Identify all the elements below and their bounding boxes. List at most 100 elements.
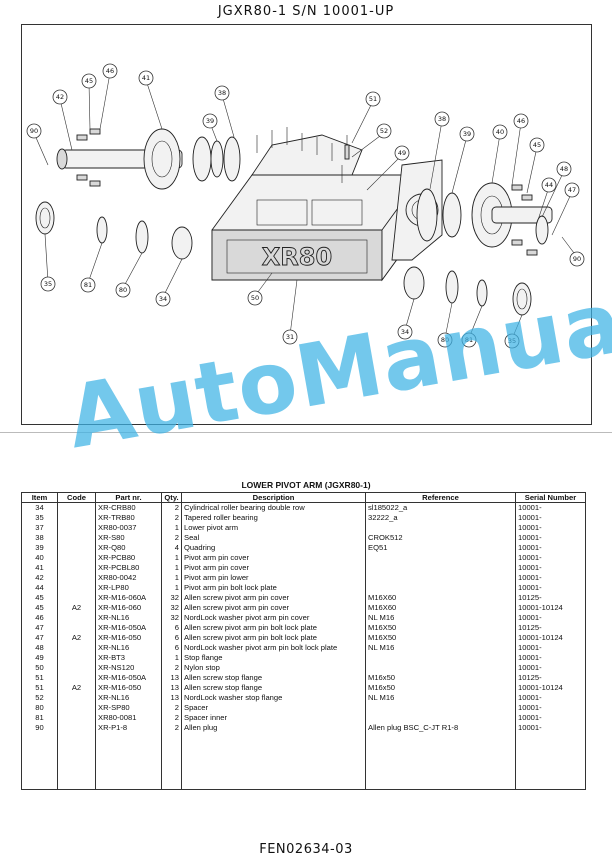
cell-code [57,623,96,633]
cell-qty: 2 [161,723,182,733]
svg-text:34: 34 [159,295,167,303]
cell-description: Pivot arm pin lower [181,573,366,583]
cell-qty: 32 [161,593,182,603]
blank-cell [95,733,162,790]
cell-description: Allen screw pivot arm pin bolt lock plat… [181,623,366,633]
cell-item: 80 [21,703,58,713]
cell-description: Tapered roller bearing [181,513,366,523]
cell-part: XR-M16-050A [95,673,162,683]
blank-cell [161,733,182,790]
cell-qty: 1 [161,523,182,533]
cell-serial: 10001- [515,713,586,723]
cell-description: Lower pivot arm [181,523,366,533]
cell-serial: 10001- [515,513,586,523]
callout-45-right: 45 [529,137,545,153]
cell-serial: 10001- [515,563,586,573]
exploded-view-drawing: XR80 [26,63,585,349]
svg-text:51: 51 [369,95,377,103]
cell-reference: 32222_a [365,513,516,523]
cell-code [57,533,96,543]
cell-qty: 6 [161,623,182,633]
cell-code [57,593,96,603]
cell-qty: 4 [161,543,182,553]
cell-qty: 32 [161,613,182,623]
cell-item: 39 [21,543,58,553]
callout-39-right: 39 [459,126,475,142]
cell-description: Allen screw stop flange [181,673,366,683]
cell-reference [365,563,516,573]
callout-35-left: 35 [40,276,56,292]
svg-text:90: 90 [573,255,581,263]
cell-code [57,563,96,573]
cell-qty: 2 [161,533,182,543]
cell-description: Allen screw pivot arm pin cover [181,603,366,613]
callout-34-right: 34 [397,324,413,340]
cell-item: 81 [21,713,58,723]
exploded-view-diagram: XR80 [21,24,592,425]
svg-text:39: 39 [206,117,214,125]
cell-reference: NL M16 [365,613,516,623]
cell-item: 47 [21,623,58,633]
table-blank-row [21,733,586,790]
svg-text:52: 52 [380,127,388,135]
cell-serial: 10001- [515,723,586,733]
cell-reference: M16X50 [365,623,516,633]
cell-description: Allen screw stop flange [181,683,366,693]
callout-35-right: 35 [504,333,520,349]
cell-description: Cylindrical roller bearing double row [181,502,366,513]
cell-item: 51 [21,673,58,683]
cell-description: Stop flange [181,653,366,663]
cell-code [57,693,96,703]
cell-code [57,513,96,523]
cell-serial: 10001- [515,583,586,593]
cell-serial: 10001-10124 [515,683,586,693]
cell-qty: 2 [161,513,182,523]
cell-reference [365,713,516,723]
cell-part: XR-LP80 [95,583,162,593]
cell-item: 40 [21,553,58,563]
cell-qty: 2 [161,663,182,673]
svg-text:40: 40 [496,128,504,136]
cell-part: XR-TRB80 [95,513,162,523]
cell-serial: 10001- [515,553,586,563]
parts-table-title: LOWER PIVOT ARM (JGXR80-1) [241,480,371,490]
callout-81-left: 81 [80,277,96,293]
svg-text:38: 38 [218,89,226,97]
svg-text:42: 42 [56,93,64,101]
cell-qty: 13 [161,693,182,703]
callout-42: 42 [52,89,68,105]
cell-code [57,723,96,733]
lower-pivot-arm-body: XR80 [211,134,443,282]
blank-cell [181,733,366,790]
callout-38-right: 38 [434,111,450,127]
cell-reference: M16X60 [365,603,516,613]
callout-51: 51 [365,91,381,107]
cell-serial: 10001- [515,703,586,713]
cell-qty: 6 [161,633,182,643]
header-description: Description [181,492,366,503]
cell-code [57,663,96,673]
cell-reference: M16X60 [365,593,516,603]
cell-part: XR-S80 [95,533,162,543]
header-reference: Reference [365,492,516,503]
cell-qty: 13 [161,683,182,693]
cell-part: XR-M16-050 [95,633,162,643]
svg-text:35: 35 [44,280,52,288]
cell-serial: 10125- [515,593,586,603]
parts-table: Item Code Part nr. Qty. Description Refe… [21,492,586,790]
cell-description: Allen plug [181,723,366,733]
cell-description: Allen screw pivot arm pin cover [181,593,366,603]
cell-item: 90 [21,723,58,733]
svg-text:45: 45 [85,77,93,85]
left-pin-assembly [56,128,241,190]
blank-cell [365,733,516,790]
callout-52: 52 [376,123,392,139]
callout-41: 41 [138,70,154,86]
cell-part: XR-M16-060A [95,593,162,603]
